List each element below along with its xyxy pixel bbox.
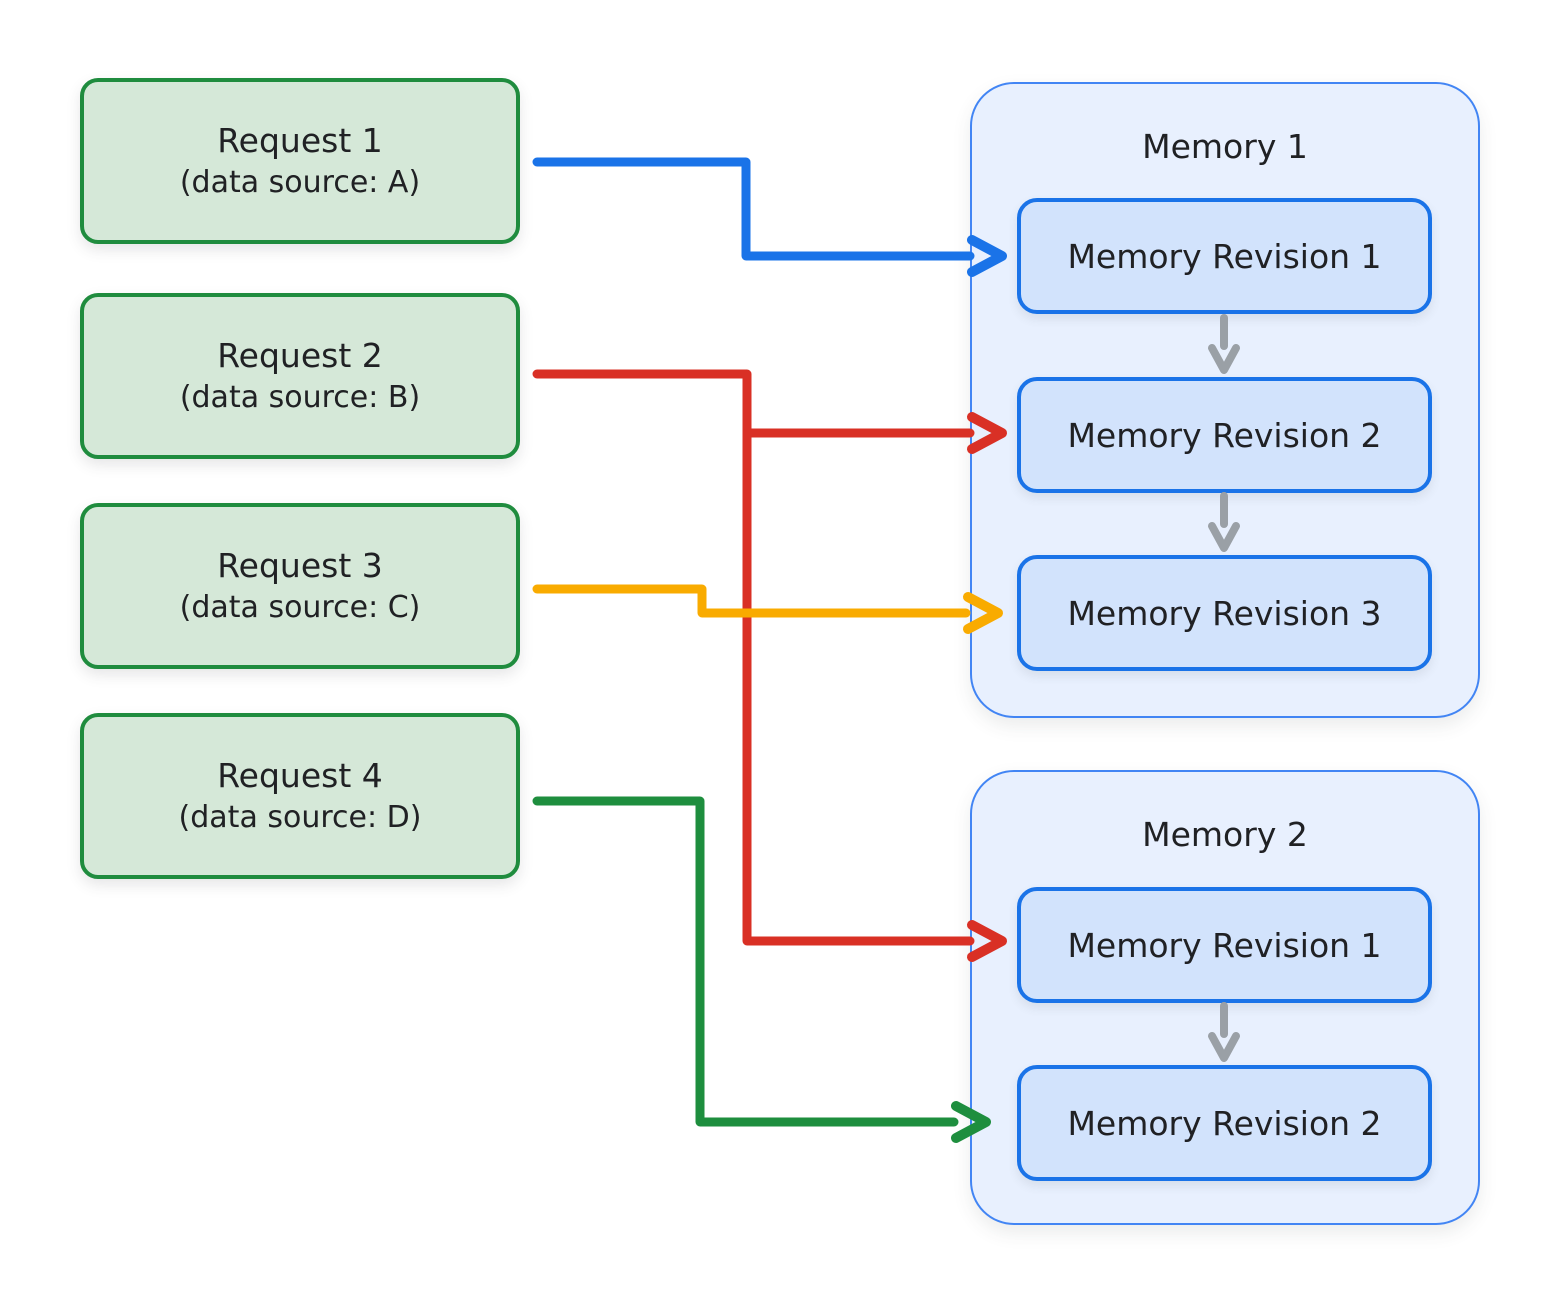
request-1-title: Request 1 [217,120,383,160]
request-4-data-source: (data source: D) [178,800,422,836]
memory-1-revision-2-label: Memory Revision 2 [1067,415,1382,455]
request-3-box: Request 3 (data source: C) [80,503,520,669]
memory-2-revision-2-label: Memory Revision 2 [1067,1103,1382,1143]
request-2-data-source: (data source: B) [179,380,421,416]
memory-2-revision-1-label: Memory Revision 1 [1067,925,1382,965]
memory-2-revision-2-box: Memory Revision 2 [1017,1065,1432,1181]
memory-1-container: Memory 1 Memory Revision 1 Memory Revisi… [970,82,1480,718]
memory-2-revision-1-box: Memory Revision 1 [1017,887,1432,1003]
memory-1-revision-3-label: Memory Revision 3 [1067,593,1382,633]
arrow-request-2-to-memory-2-revision-1 [532,369,1007,962]
memory-2-container: Memory 2 Memory Revision 1 Memory Revisi… [970,770,1480,1225]
arrow-request-1-to-memory-1-revision-1 [532,157,1007,277]
memory-1-revision-3-box: Memory Revision 3 [1017,555,1432,671]
arrow-request-3-to-memory-1-revision-3 [532,584,1003,634]
request-3-title: Request 3 [217,545,383,585]
request-1-box: Request 1 (data source: A) [80,78,520,244]
request-2-title: Request 2 [217,335,383,375]
memory-1-revision-1-label: Memory Revision 1 [1067,236,1382,276]
memory-1-revision-1-box: Memory Revision 1 [1017,198,1432,314]
memory-1-revision-2-box: Memory Revision 2 [1017,377,1432,493]
request-4-box: Request 4 (data source: D) [80,713,520,879]
request-4-title: Request 4 [217,755,383,795]
arrow-request-4-to-memory-2-revision-2 [532,796,991,1143]
request-1-data-source: (data source: A) [179,165,421,201]
request-2-box: Request 2 (data source: B) [80,293,520,459]
memory-1-title: Memory 1 [1142,127,1308,166]
request-3-data-source: (data source: C) [179,590,421,626]
memory-2-title: Memory 2 [1142,815,1308,854]
